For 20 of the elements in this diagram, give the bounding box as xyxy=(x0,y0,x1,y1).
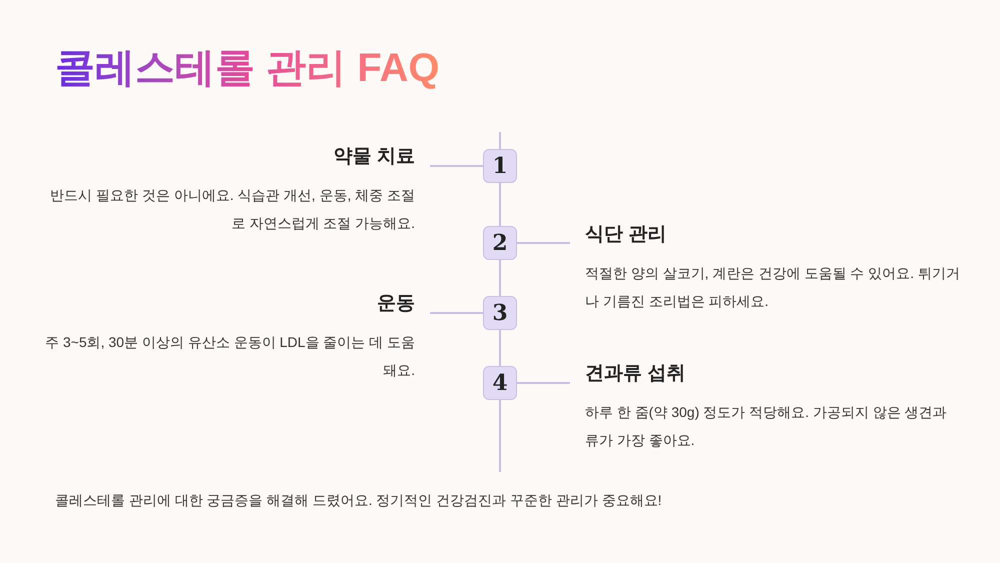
connector-line xyxy=(499,183,501,226)
connector-line xyxy=(430,165,483,167)
item-description: 반드시 필요한 것은 아니에요. 식습관 개선, 운동, 체중 조절로 자연스럽게 조절 가능해요. xyxy=(49,186,415,233)
connector-line xyxy=(499,260,501,296)
connector-line xyxy=(517,382,570,384)
item-heading: 식단 관리 xyxy=(585,223,666,247)
step-number-box: 3 xyxy=(483,296,517,330)
step-number-box: 2 xyxy=(483,226,517,260)
connector-line xyxy=(499,330,501,366)
item-heading: 약물 치료 xyxy=(334,145,415,169)
item-heading: 견과류 섭취 xyxy=(585,362,686,386)
item-description: 하루 한 줌(약 30g) 정도가 적당해요. 가공되지 않은 생견과류가 가장 좋아요. xyxy=(585,403,948,450)
connector-line xyxy=(430,312,483,314)
step-number-box: 4 xyxy=(483,366,517,400)
item-heading: 운동 xyxy=(377,292,415,316)
item-description: 적절한 양의 살코기, 계란은 건강에 도움될 수 있어요. 튀기거나 기름진 조리법은 피하세요. xyxy=(585,264,960,311)
connector-line xyxy=(517,242,570,244)
footer-note: 콜레스테롤 관리에 대한 궁금증을 해결해 드렸어요. 정기적인 건강검진과 꾸준한 관리가 중요해요! xyxy=(55,491,662,510)
item-description: 주 3~5회, 30분 이상의 유산소 운동이 LDL을 줄이는 데 도움돼요. xyxy=(44,333,415,380)
step-number-box: 1 xyxy=(483,149,517,183)
